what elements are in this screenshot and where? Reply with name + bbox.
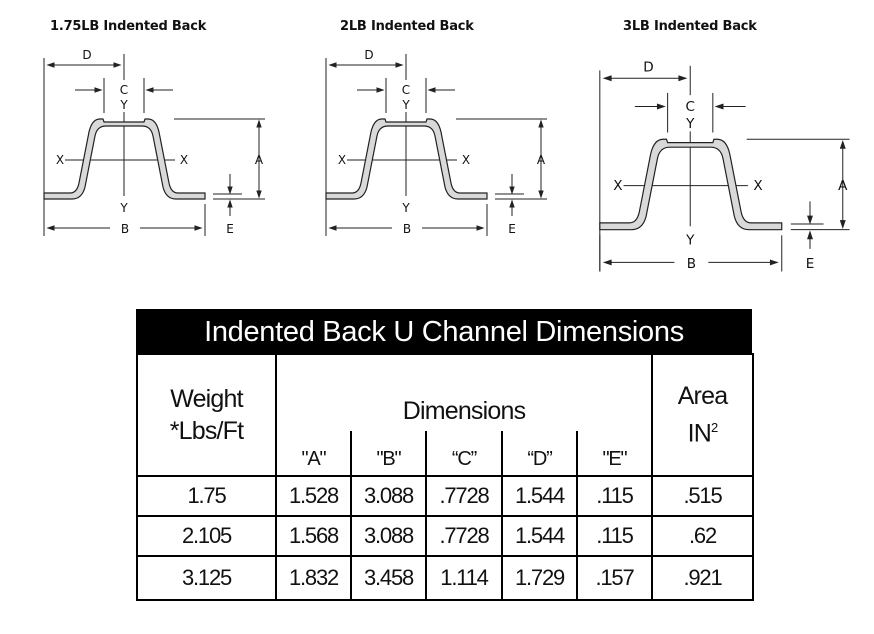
weight-cell: 3.125 [136,555,277,601]
label-c: C [685,99,694,115]
label-d: D [364,48,373,62]
u-channel-profile [599,138,783,231]
label-d: D [82,48,91,62]
channel-diagram-1: D C Y X X Y A B E [43,48,265,236]
dimension-cell: 1.568 [275,515,352,557]
dim-column-header: "B" [350,431,427,477]
label-d: D [643,59,653,75]
label-y-bottom: Y [401,201,410,215]
dim-column-header: “D” [501,431,578,477]
dimensions-table: Indented Back U Channel Dimensions Weigh… [136,309,754,601]
area-cell: .62 [651,515,754,557]
label-y-top: Y [685,116,695,132]
label-c: C [120,83,128,97]
label-y-top: Y [401,98,410,112]
dim-column-header: "E" [576,431,653,477]
label-x-left: X [338,153,346,167]
dimension-cell: 1.544 [501,475,578,517]
label-a: A [838,178,848,194]
label-b: B [687,256,696,272]
dimension-cell: 1.544 [501,515,578,557]
diagram-title-2: 2LB Indented Back [340,19,474,34]
dimension-cell: 3.088 [350,475,427,517]
channel-diagram-3: D C Y X X Y A B E [599,59,850,272]
dimension-cell: .157 [576,555,653,601]
diagram-title-1: 1.75LB Indented Back [50,19,207,34]
label-x-right: X [753,178,762,194]
dimension-cell: .7728 [425,515,503,557]
dimension-cell: 1.528 [275,475,352,517]
label-e: E [226,222,234,236]
label-a: A [255,153,264,167]
weight-cell: 2.105 [136,515,277,557]
dim-column-header: “C” [425,431,503,477]
label-x-left: X [56,153,64,167]
label-e: E [508,222,516,236]
dimension-cell: 3.458 [350,555,427,601]
dim-column-header: "A" [275,431,352,477]
dimensions-header: Dimensions [275,353,653,431]
weight-header: Weight*Lbs/Ft [136,353,277,477]
diagram-title-3: 3LB Indented Back [623,19,757,34]
channel-diagram-2: D C Y X X Y A B E [325,48,547,236]
weight-cell: 1.75 [136,475,277,517]
table-title: Indented Back U Channel Dimensions [136,309,752,353]
label-e: E [806,256,815,272]
label-b: B [121,222,129,236]
label-y-bottom: Y [685,232,695,248]
label-y-top: Y [119,98,128,112]
label-x-right: X [180,153,188,167]
u-channel-profile [325,118,488,200]
dimension-cell: .115 [576,475,653,517]
dimension-cell: 1.114 [425,555,503,601]
area-cell: .515 [651,475,754,517]
label-x-right: X [462,153,470,167]
label-c: C [402,83,410,97]
label-x-left: X [613,178,622,194]
dimension-cell: .7728 [425,475,503,517]
label-b: B [403,222,411,236]
dimension-cell: 1.729 [501,555,578,601]
area-cell: .921 [651,555,754,601]
label-a: A [537,153,546,167]
dimension-cell: 3.088 [350,515,427,557]
label-y-bottom: Y [119,201,128,215]
u-channel-profile [43,118,206,200]
dimension-cell: .115 [576,515,653,557]
dimension-cell: 1.832 [275,555,352,601]
